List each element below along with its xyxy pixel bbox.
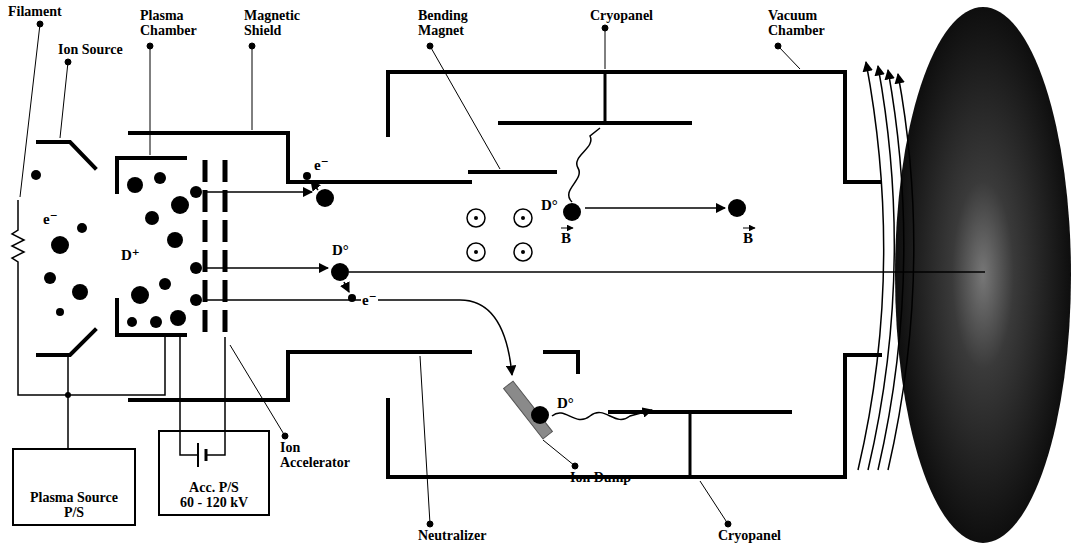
particle-symbol: D° bbox=[331, 243, 350, 258]
box-value: 60 - 120 kV bbox=[180, 495, 248, 510]
part-label: Filament bbox=[8, 4, 62, 19]
leader-lines bbox=[20, 21, 800, 527]
field-symbol: B bbox=[742, 231, 754, 246]
part-label: Cryopanel bbox=[590, 8, 653, 23]
field-symbols bbox=[467, 209, 532, 261]
vector-arrows bbox=[561, 228, 755, 229]
part-label: Cryopanel bbox=[718, 528, 781, 543]
particle-symbol: D° bbox=[556, 396, 575, 411]
field-symbol: B bbox=[560, 231, 572, 246]
power-supply-box: Acc. P/S60 - 120 kV bbox=[158, 430, 270, 516]
part-label: Ion Accelerator bbox=[280, 440, 364, 470]
beams bbox=[206, 128, 985, 420]
particle-symbol: D° bbox=[540, 198, 559, 213]
part-label: Ion Dump bbox=[570, 470, 631, 485]
box-heading: Acc. P/S bbox=[189, 480, 239, 495]
part-label: Neutralizer bbox=[418, 528, 486, 543]
part-label: Vacuum Chamber bbox=[768, 8, 834, 38]
plasma-torus bbox=[895, 7, 1071, 543]
structure bbox=[38, 72, 880, 477]
field-lines bbox=[858, 62, 914, 470]
particle-symbol: e⁻ bbox=[361, 293, 378, 308]
power-supply-box: Plasma Source P/S bbox=[12, 448, 136, 526]
part-label: Bending Magnet bbox=[418, 8, 484, 38]
particle-symbol: e⁻ bbox=[42, 212, 59, 227]
accelerator-grids bbox=[205, 160, 225, 335]
part-label: Ion Source bbox=[58, 42, 123, 57]
particle-symbol: D⁺ bbox=[120, 248, 141, 263]
box-heading: Plasma Source P/S bbox=[20, 490, 128, 520]
wiring bbox=[12, 200, 225, 467]
part-label: Plasma Chamber bbox=[140, 8, 202, 38]
particles bbox=[31, 170, 746, 424]
particle-symbol: e⁻ bbox=[313, 158, 330, 173]
part-label: Magnetic Shield bbox=[244, 8, 310, 38]
ion-dump-plate bbox=[504, 381, 553, 439]
